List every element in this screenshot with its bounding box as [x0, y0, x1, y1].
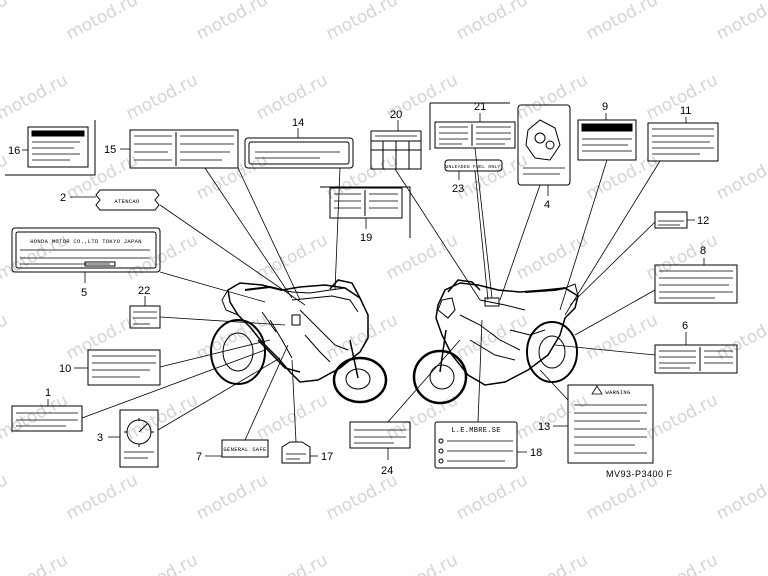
motorcycle-right [412, 279, 579, 405]
watermark-text: motod.ru [193, 0, 271, 44]
label-23-text: UNLEADED FUEL ONLY [445, 164, 500, 170]
watermark-text: motod.ru [123, 550, 201, 576]
label-part-15 [129, 129, 239, 169]
label-part-3 [119, 409, 159, 468]
label-part-12 [654, 211, 688, 229]
label-part-14 [244, 137, 354, 169]
watermark-text: motod.ru [253, 550, 331, 576]
label-part-11 [647, 122, 719, 162]
watermark-text: motod.ru [713, 310, 768, 364]
watermark-text: motod.ru [63, 470, 141, 524]
watermark-text: motod.ru [513, 230, 591, 284]
label-part-21 [434, 121, 516, 149]
label-part-17 [281, 441, 311, 464]
watermark-text: motod.ru [383, 550, 461, 576]
part-number-24: 24 [381, 465, 393, 477]
watermark-text: motod.ru [453, 470, 531, 524]
leader-lines [22, 113, 705, 460]
label-part-9 [577, 119, 637, 161]
watermark-text: motod.ru [253, 390, 331, 444]
watermark-text: motod.ru [583, 310, 661, 364]
part-number-14: 14 [292, 117, 304, 129]
watermark-text: motod.ru [0, 470, 11, 524]
part-number-11: 11 [680, 105, 691, 117]
label-7-text: GENERAL SAFE [223, 446, 267, 453]
watermark-text: motod.ru [123, 70, 201, 124]
motorcycle-left [210, 279, 388, 404]
label-2-text: ATENCAO [114, 198, 140, 205]
part-number-7: 7 [196, 451, 202, 463]
label-part-16 [27, 126, 89, 168]
label-part-5 [11, 227, 161, 273]
part-number-10: 10 [59, 363, 71, 375]
label-5-text: HONDA MOTOR CO.,LTD TOKYO JAPAN [30, 238, 142, 245]
watermark-text: motod.ru [383, 230, 461, 284]
part-number-8: 8 [700, 245, 706, 257]
part-number-6: 6 [682, 320, 688, 332]
watermark-text: motod.ru [323, 310, 401, 364]
part-number-3: 3 [97, 432, 103, 444]
part-number-18: 18 [530, 447, 542, 459]
watermark-text: motod.ru [0, 550, 71, 576]
label-part-6 [654, 344, 738, 374]
watermark-text: motod.ru [0, 0, 11, 44]
part-number-21: 21 [474, 101, 486, 113]
label-13-text: WARNING [605, 389, 630, 396]
watermark-text: motod.ru [513, 390, 591, 444]
label-part-8 [654, 264, 738, 304]
label-part-10 [87, 349, 161, 386]
watermark-text: motod.ru [513, 70, 591, 124]
watermark-text: motod.ru [643, 390, 721, 444]
watermark-text: motod.ru [0, 310, 11, 364]
label-part-20 [370, 130, 422, 170]
watermark-text: motod.ru [453, 0, 531, 44]
watermark-text: motod.ru [0, 150, 11, 204]
label-part-23 [444, 159, 503, 172]
part-number-4: 4 [544, 199, 550, 211]
watermark-text: motod.ru [193, 470, 271, 524]
label-part-18 [434, 421, 518, 469]
part-number-16: 16 [8, 145, 20, 157]
watermark-text: motod.ru [713, 150, 768, 204]
part-number-9: 9 [602, 101, 608, 113]
watermark-text: motod.ru [63, 0, 141, 44]
part-number-12: 12 [697, 215, 709, 227]
label-part-2 [95, 189, 160, 211]
label-part-24 [349, 421, 411, 449]
label-part-1 [11, 405, 83, 432]
part-number-23: 23 [452, 183, 464, 195]
label-18-text: L.E.MBRE.SE [451, 427, 501, 435]
part-number-13: 13 [538, 421, 550, 433]
watermark-text: motod.ru [0, 70, 71, 124]
watermark-text: motod.ru [0, 390, 71, 444]
watermark-text: motod.ru [63, 150, 141, 204]
part-number-2: 2 [60, 192, 66, 204]
drawing-reference: MV93-P3400 F [606, 469, 673, 479]
watermark-text: motod.ru [453, 310, 531, 364]
watermark-text: motod.ru [583, 0, 661, 44]
watermark-text: motod.ru [383, 390, 461, 444]
watermark-text: motod.ru [713, 470, 768, 524]
watermark-text: motod.ru [713, 0, 768, 44]
watermark-text: motod.ru [453, 150, 531, 204]
part-number-19: 19 [360, 232, 372, 244]
part-number-15: 15 [104, 144, 116, 156]
part-number-5: 5 [81, 287, 87, 299]
label-part-13 [567, 384, 654, 464]
watermark-text: motod.ru [323, 150, 401, 204]
part-numbers: 16 15 14 20 21 23 4 9 11 2 19 12 5 8 22 … [8, 101, 709, 477]
watermark-text: motod.ru [583, 150, 661, 204]
part-number-1: 1 [45, 387, 51, 399]
watermark-text: motod.ru [643, 550, 721, 576]
label-part-4 [517, 104, 571, 186]
label-part-19 [329, 187, 403, 219]
watermark-text: motod.ru [513, 550, 591, 576]
part-number-20: 20 [390, 109, 402, 121]
watermark-text: motod.ru [323, 470, 401, 524]
watermark-text: motod.ru [323, 0, 401, 44]
part-number-22: 22 [138, 285, 150, 297]
part-number-17: 17 [321, 451, 333, 463]
